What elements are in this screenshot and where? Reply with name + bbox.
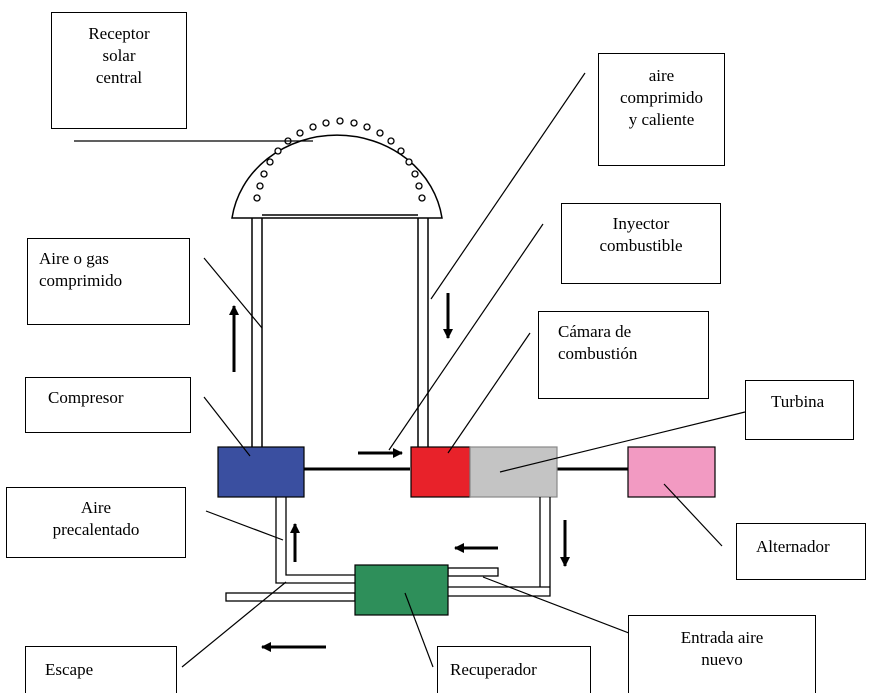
label-camara-text: Cámara de combustión <box>558 322 638 363</box>
label-aire-precalentado-text: Aire precalentado <box>52 498 140 539</box>
flow-arrows <box>229 293 570 652</box>
label-receptor-text: Receptor solar central <box>88 24 150 87</box>
label-entrada-aire: Entrada aire nuevo <box>628 615 816 693</box>
label-alternador: Alternador <box>736 523 866 580</box>
label-inyector-text: Inyector combustible <box>599 214 683 255</box>
label-aire-precalentado: Aire precalentado <box>6 487 186 558</box>
label-aire-gas: Aire o gas comprimido <box>27 238 190 325</box>
camara-block <box>410 446 471 498</box>
label-entrada-aire-text: Entrada aire nuevo <box>680 628 764 669</box>
label-aire-gas-text: Aire o gas comprimido <box>39 249 123 290</box>
label-escape-text: Escape <box>45 660 94 679</box>
label-inyector: Inyector combustible <box>561 203 721 284</box>
label-compresor-text: Compresor <box>48 388 124 407</box>
label-alternador-text: Alternador <box>756 537 830 556</box>
receptor-pipes <box>251 214 429 447</box>
label-camara: Cámara de combustión <box>538 311 709 399</box>
label-aire-comprimido-caliente: aire comprimido y caliente <box>598 53 725 166</box>
label-recuperador-text: Recuperador <box>450 660 537 679</box>
turbina-block <box>469 446 558 498</box>
label-recuperador: Recuperador <box>437 646 591 693</box>
recuperador-pipes <box>225 497 551 602</box>
receptor-dome <box>231 134 443 219</box>
leader-lines <box>74 72 746 668</box>
label-receptor-solar: Receptor solar central <box>51 12 187 129</box>
recuperador-block <box>354 564 449 616</box>
label-turbina-text: Turbina <box>771 392 825 411</box>
label-turbina: Turbina <box>745 380 854 440</box>
label-compresor: Compresor <box>25 377 191 433</box>
receptor-tubes <box>253 117 426 202</box>
label-aire-caliente-text: aire comprimido y caliente <box>619 66 704 129</box>
alternador-block <box>627 446 716 498</box>
compresor-block <box>217 446 305 498</box>
label-escape: Escape <box>25 646 177 693</box>
